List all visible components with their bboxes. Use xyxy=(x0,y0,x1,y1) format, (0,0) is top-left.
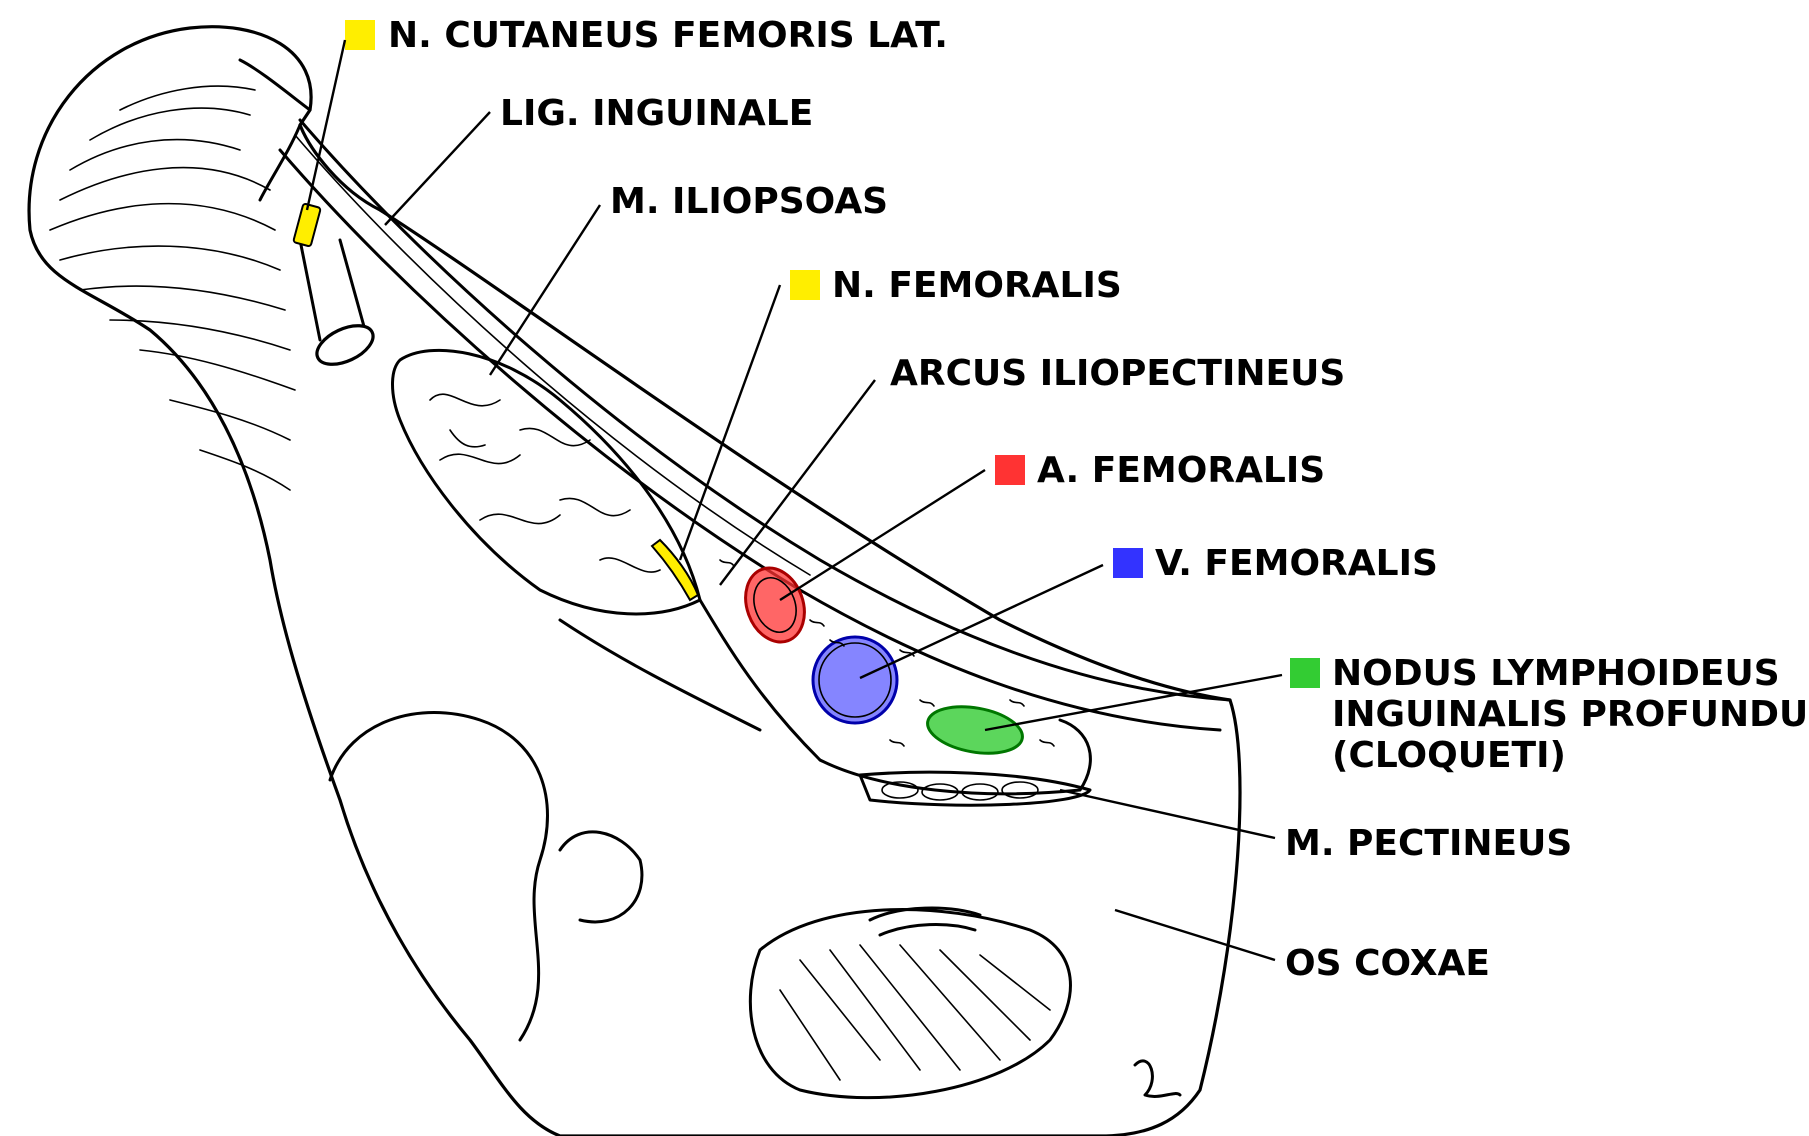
v-femoralis-structure xyxy=(813,637,897,723)
femoral-vein-shape xyxy=(813,637,897,723)
legend-square-n-cutaneus xyxy=(345,20,375,50)
label-a-femoralis: A. FEMORALIS xyxy=(1037,450,1325,491)
label-lig-inguinale: LIG. INGUINALE xyxy=(500,93,813,134)
label-nodus-line1: NODUS LYMPHOIDEUS xyxy=(1332,653,1780,694)
label-os-coxae: OS COXAE xyxy=(1285,943,1490,984)
legend-square-n-femoralis xyxy=(790,270,820,300)
label-n-cutaneus: N. CUTANEUS FEMORIS LAT. xyxy=(388,15,948,56)
label-nodus-line3: (CLOQUETI) xyxy=(1332,735,1566,776)
leader-lig-inguinale xyxy=(385,112,490,225)
label-n-femoralis: N. FEMORALIS xyxy=(832,265,1122,306)
label-m-pectineus: M. PECTINEUS xyxy=(1285,823,1572,864)
label-v-femoralis: V. FEMORALIS xyxy=(1155,543,1438,584)
label-m-iliopsoas: M. ILIOPSOAS xyxy=(610,181,888,222)
legend-square-nodus xyxy=(1290,658,1320,688)
label-arcus: ARCUS ILIOPECTINEUS xyxy=(890,353,1345,394)
legend-square-v-femoralis xyxy=(1113,548,1143,578)
label-nodus-line2: INGUINALIS PROFUNDUS xyxy=(1332,694,1809,735)
legend-square-a-femoralis xyxy=(995,455,1025,485)
